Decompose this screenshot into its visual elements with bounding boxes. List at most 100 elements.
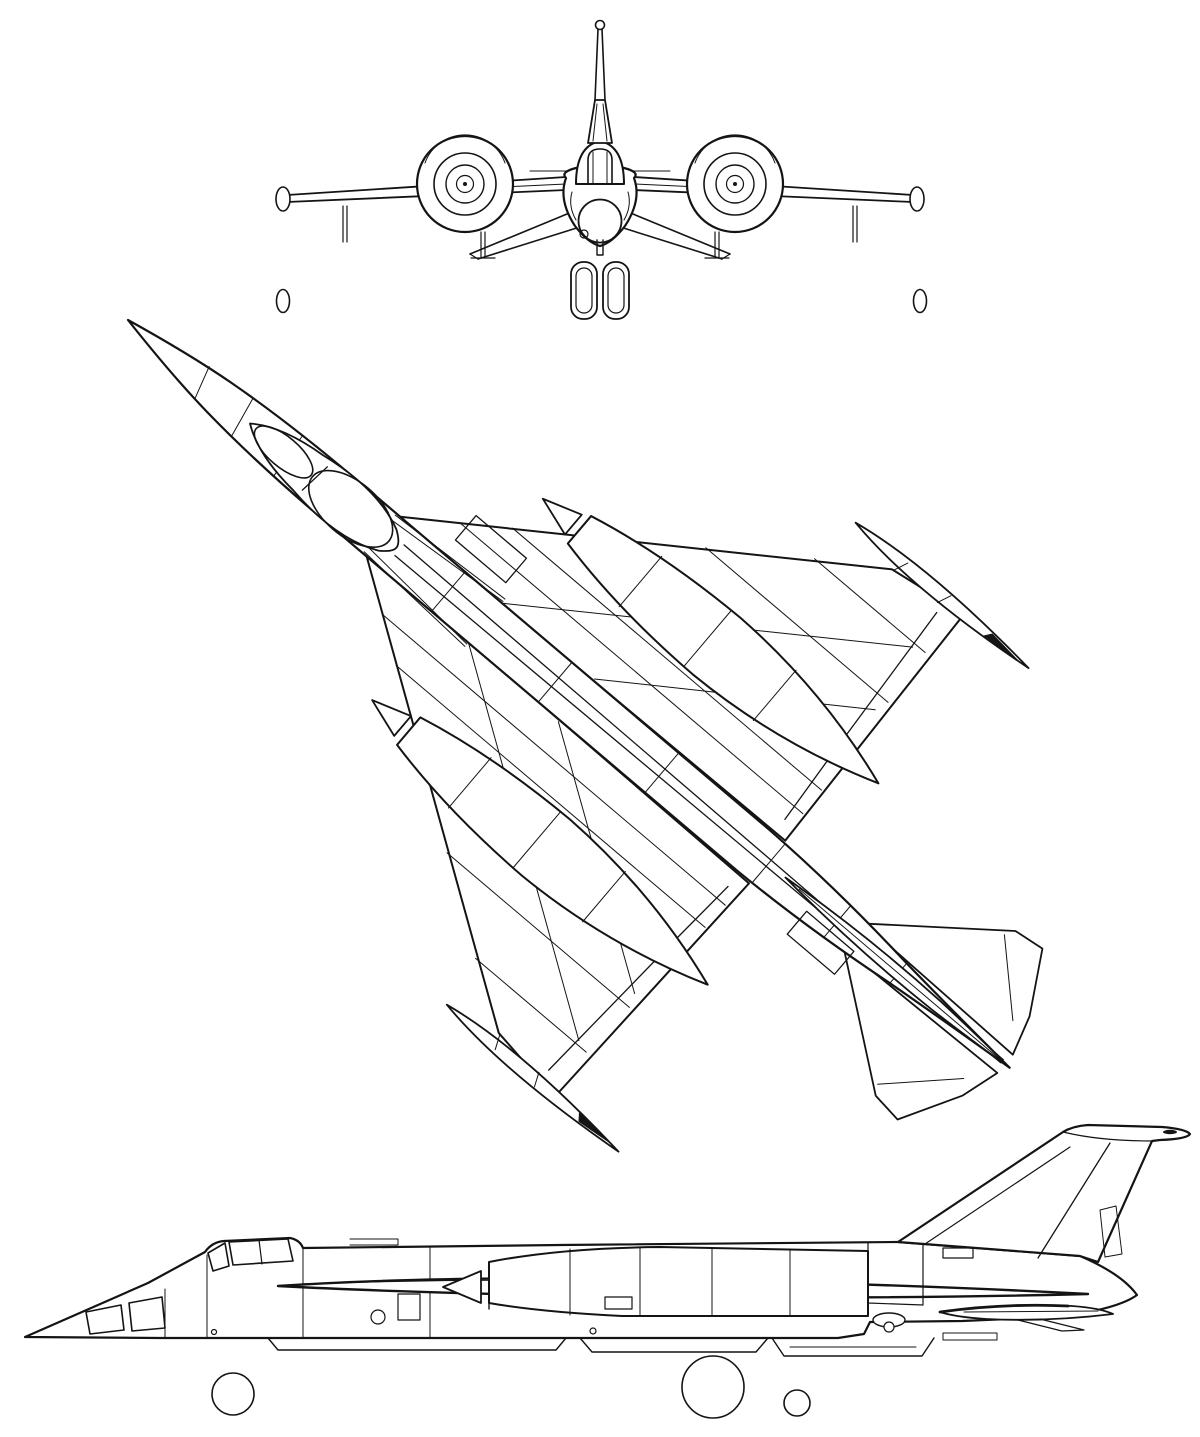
canopy-frame [258, 1239, 263, 1265]
plan-wing-port [395, 515, 1030, 842]
fin-outline [896, 1123, 1192, 1264]
outrigger-wheel-left [275, 288, 291, 314]
nacelle-spinner-ring [715, 164, 755, 204]
spinner-cone [442, 1270, 482, 1304]
underwing-strake-left [342, 205, 348, 243]
main-wheel-right [602, 261, 630, 320]
nacelle-lip-arc [694, 134, 776, 164]
front-view [275, 19, 928, 320]
fin-base [587, 99, 613, 144]
access-panel-forward [454, 514, 528, 584]
nacelle-lip-arc [424, 134, 506, 164]
fuselage-hatch [397, 1293, 421, 1321]
front-nacelle-right [685, 134, 785, 259]
nacelle-intake-ring [703, 152, 767, 216]
windscreen-panel [253, 425, 314, 479]
fin-leading-edge-line [924, 1146, 1071, 1245]
wingtip-pod-right [909, 186, 925, 212]
main-wheel-left-inner [575, 267, 593, 314]
nacelle-intake-ring [433, 152, 497, 216]
elevator-hinge [963, 1310, 1099, 1313]
intake-lip [396, 716, 422, 746]
nacelle-spinner-tip [463, 182, 467, 186]
elevator-hinge-starboard [877, 1078, 965, 1085]
side-fuselage-details [85, 1238, 431, 1339]
plan-fuselage-details [194, 366, 1004, 1064]
side-tailplane [938, 1303, 1114, 1332]
plan-fin [784, 876, 1008, 1067]
side-keel-ledges [267, 1337, 935, 1357]
side-aft-panels [867, 1242, 998, 1341]
plan-nacelle-starboard [371, 699, 709, 986]
wing-chord-panel-lines [459, 522, 926, 815]
nacelle-spinner-tip [733, 182, 737, 186]
nacelle-body [396, 716, 709, 986]
spinner-cone [371, 699, 412, 737]
airbrake-panel [867, 1242, 924, 1306]
tailplane-fairings [1017, 1318, 1085, 1332]
wing-root-slivers [359, 512, 506, 647]
nacelle-panel-lines [569, 1246, 791, 1317]
nacelle-spinner-hub [455, 174, 475, 194]
fin-tip-light [1163, 1129, 1177, 1135]
nose-windows [85, 1296, 166, 1335]
canopy-fairing [249, 422, 400, 552]
side-wheels [211, 1355, 811, 1419]
spinner-cone [541, 497, 583, 536]
nose-gear-wheel [211, 1372, 255, 1416]
main-gear-wheel [681, 1355, 745, 1419]
front-windscreen [587, 148, 613, 185]
nacelle-body [566, 515, 880, 785]
tailplane-leading-edge [938, 1303, 1070, 1314]
aft-gear-wheel [783, 1389, 811, 1417]
elevator-hinge-port [1003, 934, 1014, 1022]
plan-canopy [249, 422, 400, 552]
rudder-tab [1099, 1205, 1123, 1258]
fin-mast [594, 28, 606, 101]
mast-knob [594, 19, 606, 31]
small-port-forward [210, 1328, 218, 1336]
nacelle-body [488, 1246, 869, 1317]
windscreen-frames [592, 151, 608, 185]
underwing-strake-right [852, 205, 858, 243]
tailplane-left-lines [469, 213, 584, 260]
tip-fairing [854, 521, 1030, 670]
nacelle-spinner-hub [725, 174, 745, 194]
spine-panel [349, 1238, 399, 1246]
fin-inner-lines [592, 103, 608, 142]
front-nacelle-left [415, 134, 515, 259]
canopy-glazing [207, 1238, 294, 1272]
tailplane-starboard [842, 947, 999, 1121]
chin-detail [579, 229, 589, 239]
tip-fairing-chords [893, 562, 952, 604]
fuselage-roundel-port [370, 1309, 386, 1325]
rudder-hinge [1037, 1142, 1111, 1259]
fuselage-shading-arcs [570, 191, 630, 221]
fuselage-frame-lines [431, 571, 908, 984]
chin-pitot [596, 239, 604, 256]
access-panel-aft [786, 910, 855, 975]
wing-chord-panel-lines [381, 613, 726, 1053]
front-fin [587, 19, 613, 144]
tip-fairing-dark-sliver [982, 633, 1021, 663]
canopy-divider-frame [301, 466, 329, 491]
tailplane-right-lines [616, 213, 731, 260]
keel-ledge-middle [579, 1337, 769, 1353]
fuselage-frame-lines [164, 1245, 431, 1339]
front-canopy-dome [575, 140, 625, 185]
tip-fairing [445, 1003, 620, 1153]
front-radome [577, 198, 623, 244]
keel-ledge-aft [771, 1337, 935, 1357]
tip-fairing-dark-sliver [578, 1111, 612, 1145]
keel-ledge-forward [267, 1337, 567, 1351]
fin-tip-fairing-underline [1062, 1131, 1153, 1142]
main-wheel-left [570, 261, 598, 320]
nacelle-panel-lines [447, 757, 626, 923]
nacelle-hatch [604, 1296, 633, 1310]
canopy-dome-panel [307, 469, 394, 549]
intake-lip [567, 515, 592, 545]
main-wheel-right-inner [607, 267, 625, 314]
front-landing-gear [275, 261, 928, 320]
